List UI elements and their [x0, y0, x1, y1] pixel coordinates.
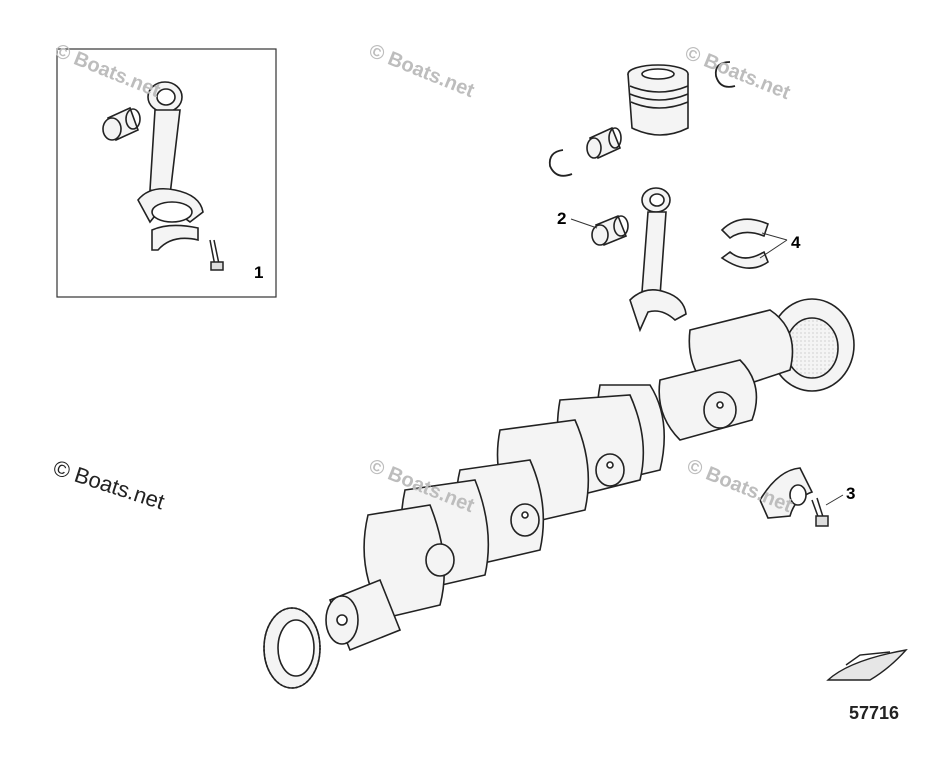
crankshaft — [325, 298, 855, 652]
callout-4: 4 — [791, 233, 801, 252]
leader-lines — [570, 218, 844, 506]
rod-bushing — [591, 214, 629, 247]
snap-ring-right — [714, 61, 736, 88]
callout-1: 1 — [254, 263, 264, 282]
main-bearing-cap — [759, 467, 814, 519]
callout-2: 2 — [557, 209, 567, 228]
kit-connecting-rod — [137, 81, 204, 251]
boat-silhouette-icon — [826, 648, 908, 681]
kit-bolt — [209, 239, 224, 271]
kit-bushing — [102, 106, 141, 142]
crank-gear — [263, 607, 321, 689]
bearing-shells — [720, 218, 769, 269]
piston-pin — [586, 126, 622, 160]
figure-number: 57716 — [849, 703, 900, 723]
snap-ring-left — [548, 149, 573, 177]
kit-box — [56, 48, 277, 298]
piston — [627, 64, 689, 136]
callout-3: 3 — [846, 484, 856, 503]
connecting-rod — [629, 187, 687, 333]
main-bearing-bolt — [811, 497, 829, 527]
